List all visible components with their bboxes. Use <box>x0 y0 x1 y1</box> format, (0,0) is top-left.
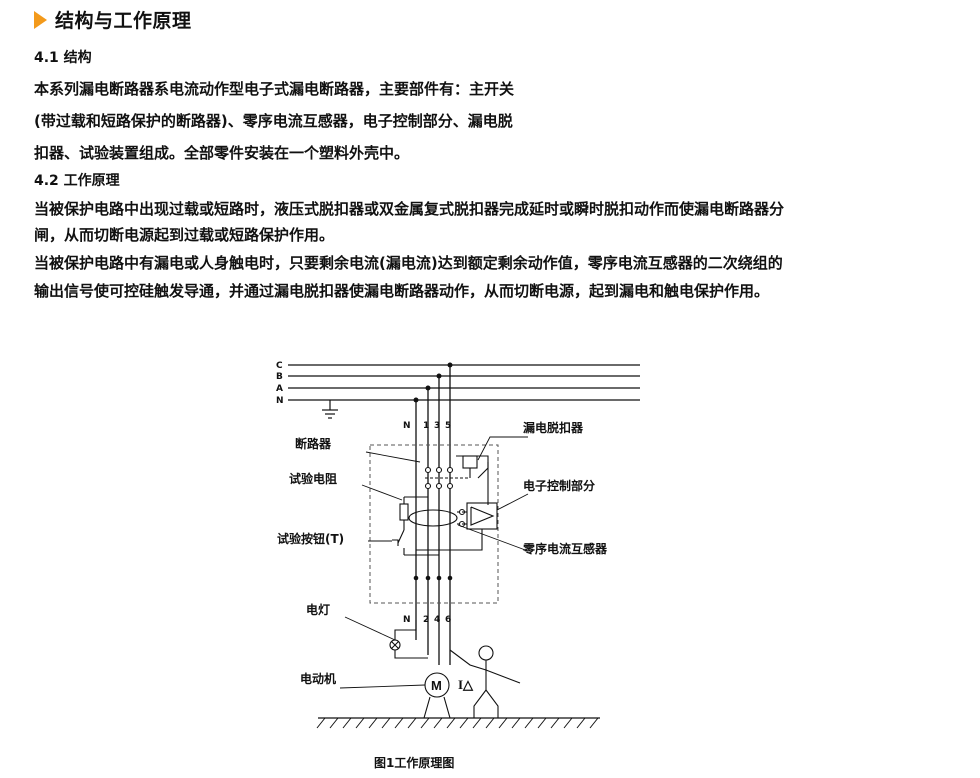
section-2-line-2: 闸，从而切断电源起到过载或短路保护作用。 <box>34 226 335 244</box>
bottom-terminal-4: 4 <box>434 615 440 625</box>
label-breaker: 断路器 <box>295 436 332 451</box>
motor-letter: M <box>431 678 442 693</box>
vertical-conductors <box>415 365 451 665</box>
zero-sequence-ct-symbol <box>408 508 466 528</box>
label-zero-sequence-ct: 零序电流互感器 <box>522 541 608 556</box>
top-terminal-n: N <box>403 421 411 431</box>
heading-text: 结构与工作原理 <box>55 10 192 32</box>
section-2-line-4: 输出信号使可控硅触发导通，并通过漏电脱扣器使漏电断路器动作，从而切断电源，起到漏… <box>34 282 770 300</box>
section-1-title: 4.1 结构 <box>34 50 92 66</box>
bottom-terminal-n: N <box>403 615 411 625</box>
bus-label-a: A <box>276 384 283 394</box>
test-circuit <box>392 496 439 556</box>
lamp-symbol <box>389 620 428 659</box>
bus-label-n: N <box>276 396 284 406</box>
leakage-release-symbol <box>456 455 489 505</box>
label-motor: 电动机 <box>300 671 336 686</box>
section-2-title: 4.2 工作原理 <box>34 173 120 189</box>
label-test-button: 试验按钮(T) <box>277 531 344 546</box>
section-1-line-1: 本系列漏电断路器系电流动作型电子式漏电断路器，主要部件有：主开关 <box>34 80 515 98</box>
section-1-line-3: 扣器、试验装置组成。全部零件安装在一个塑料外壳中。 <box>34 144 410 162</box>
section-1-line-2: (带过载和短路保护的断路器)、零序电流互感器，电子控制部分、漏电脱 <box>34 112 513 130</box>
triangle-right-icon <box>34 10 47 29</box>
bus-label-b: B <box>276 372 283 382</box>
top-terminal-5: 5 <box>445 421 451 431</box>
label-electronic-control: 电子控制部分 <box>523 478 595 493</box>
section-2-line-3: 当被保护电路中有漏电或人身触电时，只要剩余电流(漏电流)达到额定剩余动作值，零序… <box>34 254 783 272</box>
label-leakage-release: 漏电脱扣器 <box>523 420 584 435</box>
section-2-line-1: 当被保护电路中出现过载或短路时，液压式脱扣器或双金属复式脱扣器完成延时或瞬时脱扣… <box>34 200 785 218</box>
motor-symbol <box>423 672 451 719</box>
top-terminal-3: 3 <box>434 421 440 431</box>
bus-label-c: C <box>276 361 283 371</box>
current-symbol: I△ <box>458 677 474 692</box>
section-heading: 结构与工作原理 <box>34 6 192 33</box>
bottom-terminal-2: 2 <box>423 615 429 625</box>
leader-lines <box>339 436 529 689</box>
breaker-contacts <box>424 466 454 490</box>
junction-dots <box>413 362 453 581</box>
breaker-enclosure <box>369 444 499 604</box>
electronic-control-symbol <box>416 502 498 551</box>
ground-symbol <box>322 400 338 419</box>
label-test-resistor: 试验电阻 <box>289 471 337 486</box>
working-principle-diagram: C B A N N 1 3 5 <box>276 361 640 770</box>
top-terminal-1: 1 <box>423 421 429 431</box>
label-lamp: 电灯 <box>306 602 330 617</box>
person-figure-icon <box>449 645 521 718</box>
bus-lines <box>288 364 640 401</box>
diagram-caption: 图1工作原理图 <box>374 755 454 770</box>
ground-hatch <box>316 717 600 729</box>
bottom-terminal-6: 6 <box>445 615 451 625</box>
